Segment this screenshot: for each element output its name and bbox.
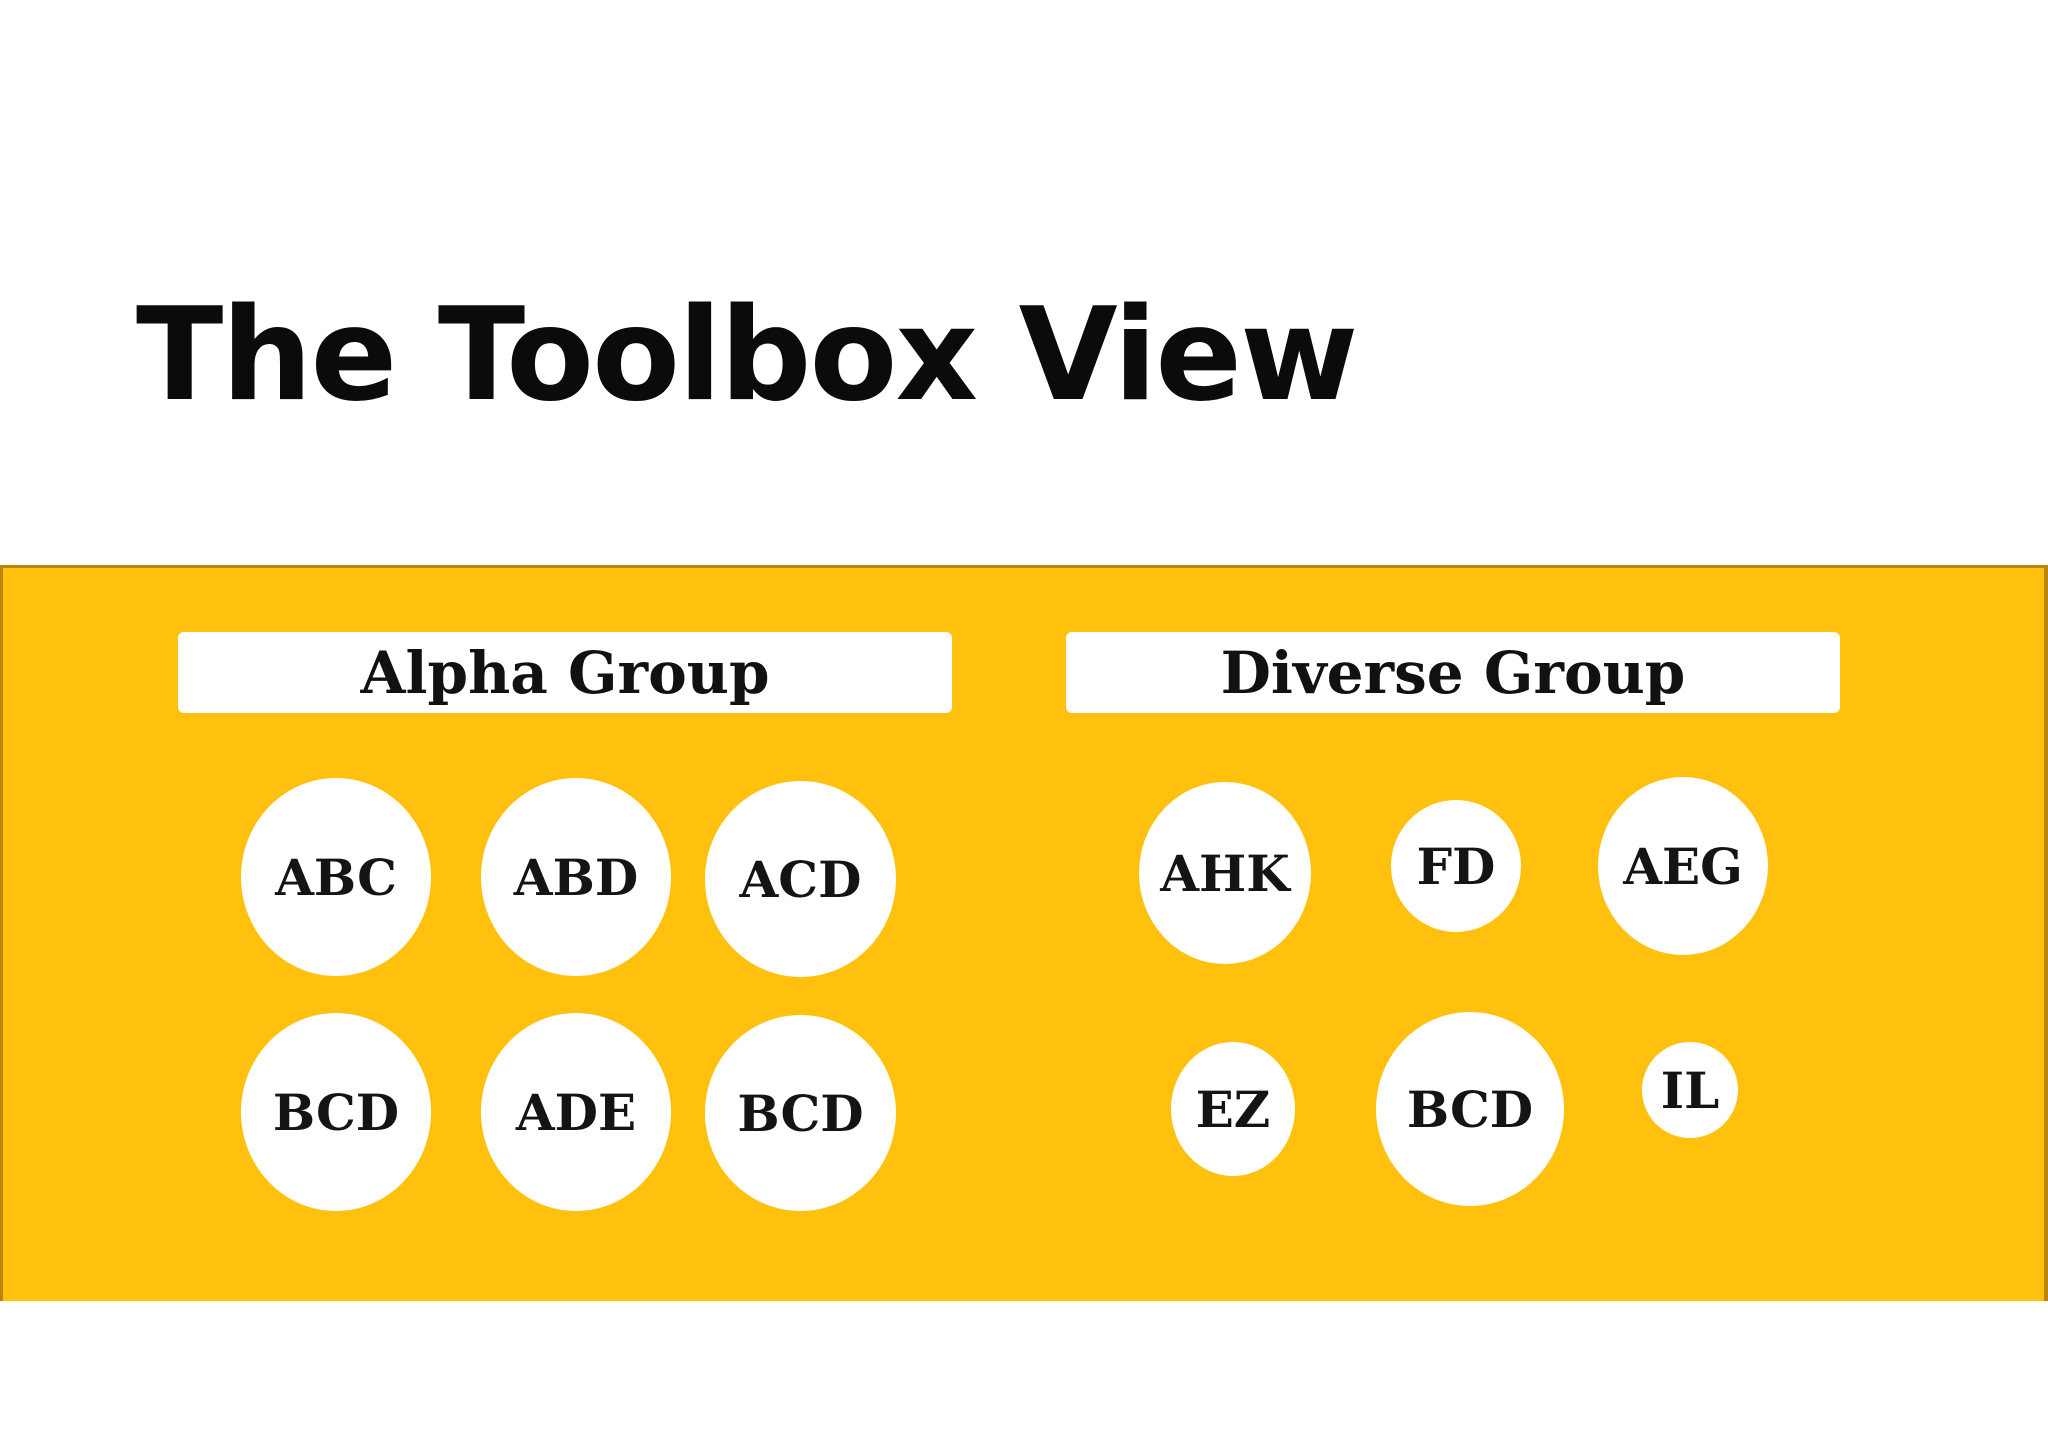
group-header-diverse: Diverse Group <box>1066 632 1840 713</box>
circle-node-fd: FD <box>1391 800 1521 932</box>
circle-node-acd: ACD <box>705 781 896 977</box>
circle-node-bcd-1: BCD <box>241 1013 431 1211</box>
circle-node-abc: ABC <box>241 778 431 976</box>
circle-node-abd: ABD <box>481 778 671 976</box>
circle-node-ez: EZ <box>1171 1042 1295 1176</box>
toolbox-panel: Alpha Group ABC ABD ACD BCD ADE BCD Dive… <box>0 565 2048 1301</box>
circle-node-ade: ADE <box>481 1013 671 1211</box>
circle-node-bcd-2: BCD <box>705 1015 896 1211</box>
circle-node-ahk: AHK <box>1139 782 1311 964</box>
circle-node-bcd-3: BCD <box>1376 1012 1564 1206</box>
page-title: The Toolbox View <box>136 281 1358 430</box>
circle-node-il: IL <box>1642 1042 1738 1138</box>
circle-node-aeg: AEG <box>1598 777 1768 955</box>
group-header-alpha: Alpha Group <box>178 632 952 713</box>
